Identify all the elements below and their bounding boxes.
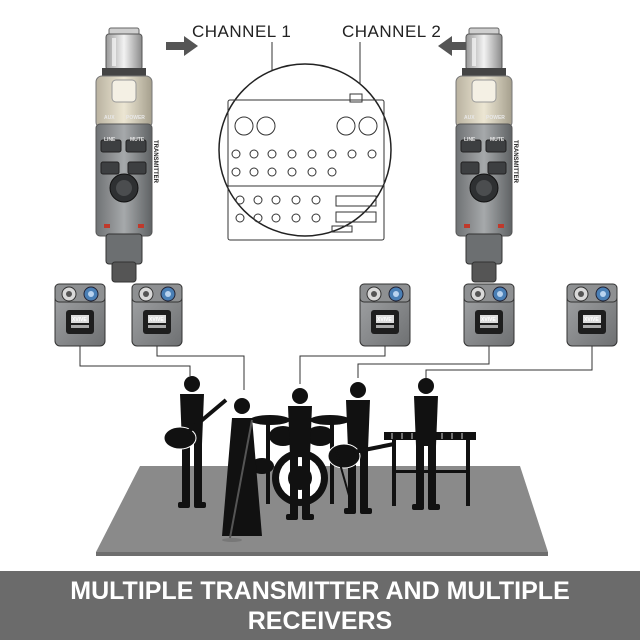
receiver-1 <box>54 283 106 347</box>
receiver-4-logo: XVIVE <box>481 317 496 323</box>
transmitter-channel-2 <box>455 27 513 283</box>
channel-1-arrow <box>166 36 198 56</box>
caption-banner: MULTIPLE TRANSMITTER AND MULTIPLE RECEIV… <box>0 568 640 640</box>
channel-2-label: CHANNEL 2 <box>342 22 442 41</box>
tx1-line-label: LINE <box>104 137 116 143</box>
receiver-5 <box>566 283 618 347</box>
caption-text: MULTIPLE TRANSMITTER AND MULTIPLE RECEIV… <box>70 576 570 635</box>
tx2-side-text: TRANSMITTER <box>512 140 518 184</box>
receiver-2 <box>131 283 183 347</box>
tx2-line-label: LINE <box>464 137 476 143</box>
tx1-side-text: TRANSMITTER <box>152 140 158 184</box>
receiver-3 <box>359 283 411 347</box>
tx2-mute-label: MUTE <box>490 137 505 143</box>
receiver-5-logo: XVIVE <box>584 317 599 323</box>
tx2-power-label: POWER <box>486 115 505 121</box>
tx1-power-label: POWER <box>126 115 145 121</box>
receiver-4 <box>463 283 515 347</box>
channel-2-arrow <box>438 36 470 56</box>
receiver-2-logo: XVIVE <box>149 317 164 323</box>
connection-lines <box>79 346 593 390</box>
tx2-aux-label: AUX <box>464 115 475 121</box>
receiver-3-logo: XVIVE <box>377 317 392 323</box>
tx1-mute-label: MUTE <box>130 137 145 143</box>
guitar-left <box>163 398 228 450</box>
tx1-aux-label: AUX <box>104 115 115 121</box>
channel-1-label: CHANNEL 1 <box>192 22 292 41</box>
singer <box>222 398 262 542</box>
mixer-detail <box>218 63 392 241</box>
transmitter-channel-1 <box>95 27 153 283</box>
receiver-1-logo: XVIVE <box>72 317 87 323</box>
